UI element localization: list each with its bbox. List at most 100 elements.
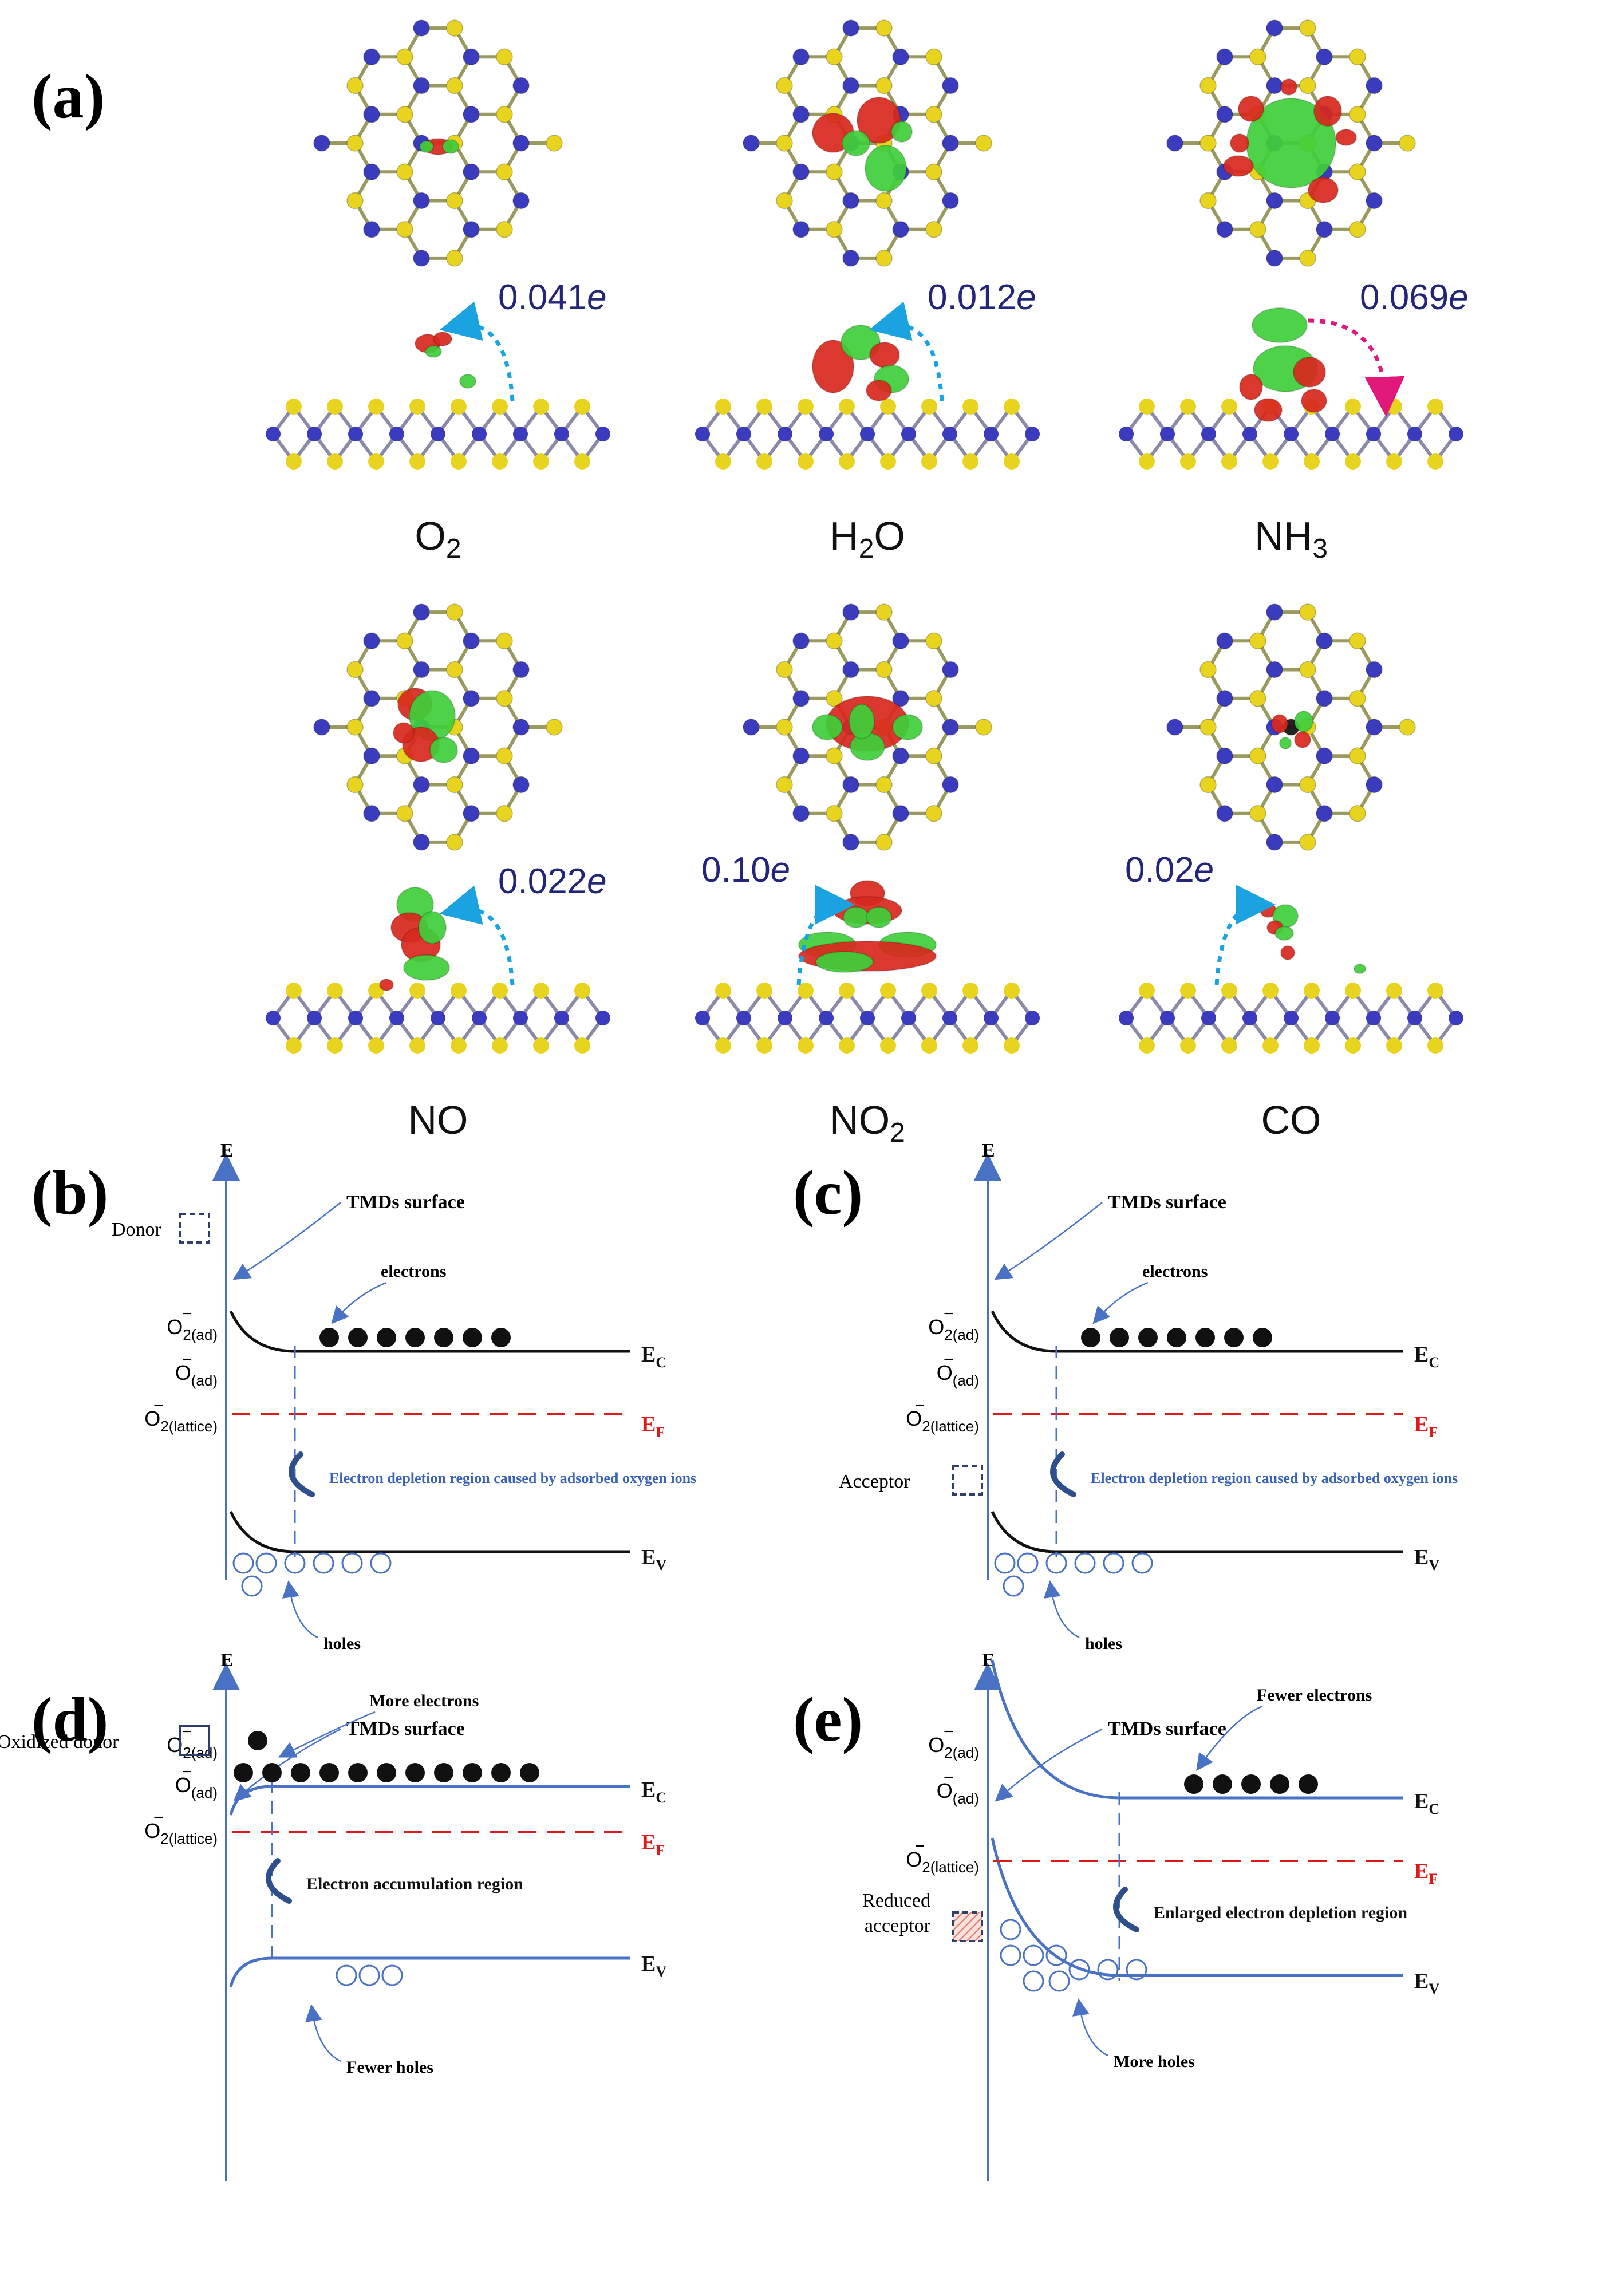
metal-atom: [892, 632, 909, 650]
charge-depletion-isosurface: [1238, 96, 1264, 122]
electron: [491, 1328, 511, 1347]
chalcogen-atom: [921, 983, 937, 999]
chalcogen-atom: [496, 48, 513, 66]
chalcogen-atom: [327, 453, 343, 470]
oxygen-species-label: O2(lattice)−: [906, 1837, 979, 1876]
side-state-box: [952, 1911, 983, 1942]
oxygen-species-label: O(ad)−: [175, 1350, 218, 1389]
electron: [405, 1328, 425, 1347]
metal-atom: [1284, 427, 1299, 441]
chalcogen-atom: [776, 661, 793, 678]
curved-arrow-icon: [1113, 1887, 1139, 1932]
electron: [377, 1763, 396, 1782]
metal-atom: [463, 106, 480, 123]
charge-depletion-isosurface: [1313, 96, 1342, 127]
chalcogen-atom: [756, 453, 772, 470]
oxygen-species-label: O2(lattice)−: [144, 1396, 218, 1435]
chalcogen-atom: [875, 77, 893, 94]
chalcogen-atom: [1349, 220, 1366, 238]
chalcogen-atom: [446, 834, 463, 851]
oxygen-species-label: O2(ad)−: [167, 1304, 218, 1343]
acceptor-label: Acceptor: [839, 1471, 910, 1492]
molecule-label: NH3: [1254, 514, 1328, 564]
chalcogen-atom: [925, 747, 942, 764]
surface-pointer: [994, 1202, 1103, 1280]
chalcogen-atom: [1199, 719, 1217, 736]
lattice-atoms: [1166, 603, 1416, 851]
electrons-pointer: [1196, 1705, 1263, 1772]
metal-atom: [1325, 427, 1340, 441]
metal-atom: [1266, 192, 1283, 210]
metal-atom: [1316, 690, 1333, 707]
electrons-pointer: [331, 1281, 387, 1324]
chalcogen-atom: [826, 220, 843, 238]
chalcogen-atom: [925, 48, 942, 66]
electrons-label: Fewer electrons: [1257, 1686, 1372, 1705]
metal-atom: [431, 427, 445, 441]
metal-atom: [1316, 48, 1333, 66]
metal-atom: [792, 804, 810, 822]
electrons-label: More electrons: [369, 1691, 479, 1710]
chalcogen-atom: [1180, 453, 1196, 470]
metal-atom: [792, 106, 810, 123]
holes-pointer: [1043, 1580, 1080, 1639]
chalcogen-atom: [368, 1037, 384, 1054]
metal-atom: [1316, 747, 1333, 764]
metal-atom: [512, 77, 530, 94]
chalcogen-atom: [715, 399, 731, 415]
charge-accumulation-isosurface: [866, 906, 892, 928]
chalcogen-atom: [1262, 453, 1279, 470]
chalcogen-atom: [286, 1037, 302, 1054]
panel-letter: (c): [793, 1158, 863, 1228]
chalcogen-atom: [396, 632, 413, 650]
hole: [336, 1964, 357, 1986]
chalcogen-atom: [492, 983, 508, 999]
charge-accumulation-isosurface: [425, 345, 442, 358]
chalcogen-atom: [962, 983, 978, 999]
electron: [262, 1763, 282, 1782]
hole: [241, 1575, 263, 1597]
chalcogen-atom: [409, 399, 425, 415]
chalcogen-atom: [826, 163, 843, 180]
hole: [1074, 1552, 1096, 1574]
charge-depletion-isosurface: [1271, 714, 1288, 733]
ef-label: EF: [641, 1413, 665, 1441]
electron: [520, 1763, 539, 1782]
electrons-label: electrons: [381, 1262, 446, 1281]
chalcogen-atom: [1004, 1037, 1020, 1054]
metal-atom: [313, 135, 330, 152]
holes-pointer: [305, 2004, 341, 2062]
hole: [994, 1552, 1016, 1574]
donor-label: Donor: [112, 1219, 162, 1240]
metal-atom: [1366, 77, 1383, 94]
charge-transfer-value: 0.10e: [701, 850, 790, 890]
chalcogen-atom: [574, 453, 590, 470]
chalcogen-atom: [327, 399, 343, 415]
metal-atom: [1316, 804, 1333, 822]
chalcogen-atom: [776, 719, 793, 736]
charge-transfer-value: 0.02e: [1125, 850, 1214, 890]
metal-atom: [513, 427, 528, 441]
hole: [370, 1552, 392, 1574]
region-label: Electron accumulation region: [306, 1875, 523, 1893]
oxygen-species-label: O(ad)−: [175, 1762, 218, 1801]
metal-atom: [1266, 776, 1283, 794]
chalcogen-atom: [496, 632, 513, 650]
metal-atom: [1366, 192, 1383, 210]
chalcogen-atom: [496, 220, 513, 238]
metal-atom: [792, 747, 810, 764]
chalcogen-atom: [1004, 983, 1020, 999]
panel-letter: (d): [31, 1684, 108, 1754]
ev-label: EV: [1414, 1969, 1439, 1997]
metal-atom: [1366, 776, 1383, 794]
metal-atom: [472, 1011, 487, 1025]
charge-transfer-arrow: [439, 301, 515, 401]
oxygen-species-label: O2(ad)−: [928, 1304, 979, 1343]
metal-atom: [819, 427, 834, 441]
chalcogen-atom: [574, 1037, 590, 1054]
holes-label: More holes: [1114, 2052, 1195, 2071]
metal-atom: [819, 1011, 834, 1025]
chalcogen-atom: [962, 453, 978, 470]
metal-atom: [512, 661, 530, 678]
